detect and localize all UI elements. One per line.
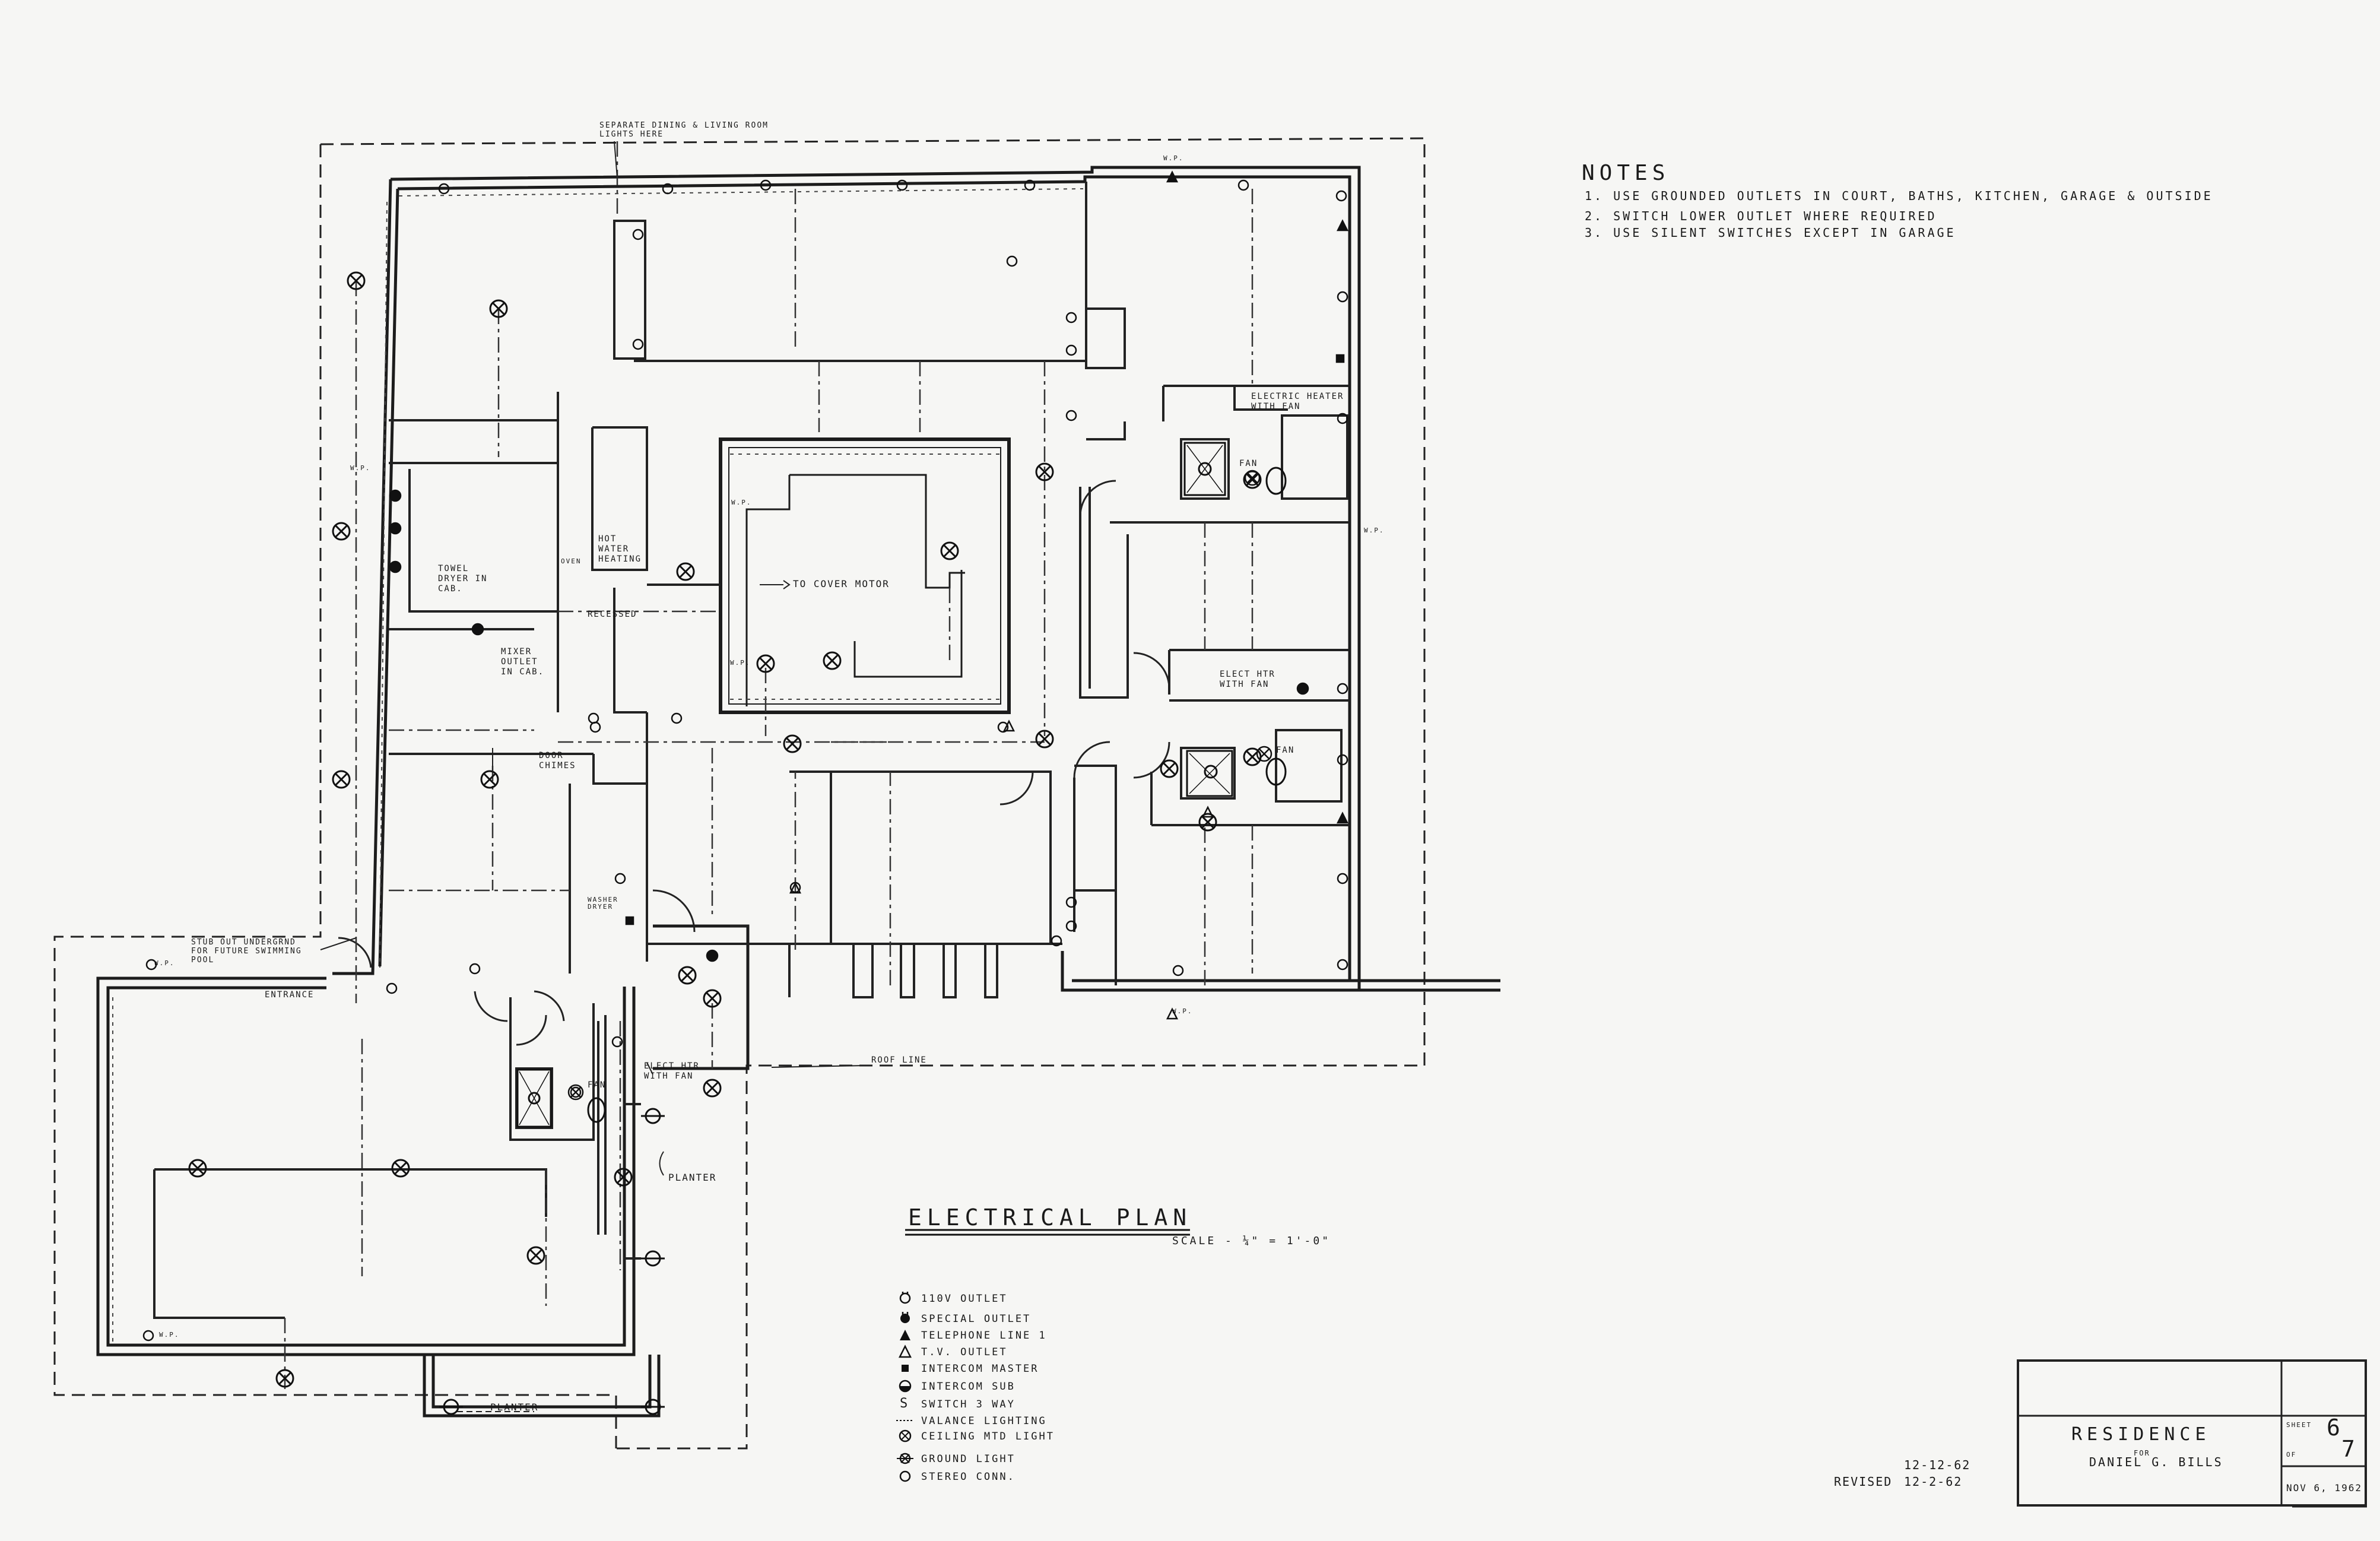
annotation-mixer-outlet: MIXER OUTLET IN CAB. bbox=[501, 647, 545, 677]
annotation-wp: W.P. bbox=[350, 464, 371, 472]
stereo-icon bbox=[899, 1470, 911, 1482]
legend-label: INTERCOM MASTER bbox=[921, 1363, 1039, 1375]
annotation-wp: W.P. bbox=[731, 499, 752, 506]
annotation-wp: W.P. bbox=[1172, 1007, 1193, 1015]
drawing-title: ELECTRICAL PLAN bbox=[908, 1204, 1192, 1231]
legend-label: 110V OUTLET bbox=[921, 1293, 1008, 1305]
legend-label: CEILING MTD LIGHT bbox=[921, 1431, 1055, 1442]
legend-label: VALANCE LIGHTING bbox=[921, 1415, 1047, 1427]
of-label: OF bbox=[2286, 1451, 2297, 1458]
annotation-entrance: ENTRANCE bbox=[265, 990, 315, 1000]
exterior-walls bbox=[96, 166, 1500, 1418]
legend-label: T.V. OUTLET bbox=[921, 1346, 1008, 1358]
sheet-total: 7 bbox=[2341, 1436, 2356, 1462]
intercom-master-icon bbox=[902, 1365, 909, 1372]
annotation-recessed: RECESSED bbox=[588, 610, 637, 619]
notes-heading: NOTES bbox=[1582, 161, 1670, 185]
drawing-scale: SCALE - ¼" = 1'-0" bbox=[1172, 1235, 1331, 1247]
legend-label: SPECIAL OUTLET bbox=[921, 1313, 1032, 1325]
annotation-washer-dryer: WASHER DRYER bbox=[588, 896, 618, 911]
annotation-towel-dryer: TOWEL DRYER IN CAB. bbox=[438, 564, 488, 594]
title-block bbox=[2017, 1359, 2367, 1507]
annotation-door-chimes: DOOR CHIMES bbox=[539, 751, 576, 770]
annotation-hot-water: HOT WATER HEATING bbox=[598, 534, 642, 564]
door-swings bbox=[338, 480, 1170, 1046]
revision-label: REVISED bbox=[1834, 1475, 1893, 1489]
annotation-cover-motor: TO COVER MOTOR bbox=[793, 578, 890, 589]
annotation-roof-line: ROOF LINE bbox=[871, 1055, 927, 1065]
project-name: RESIDENCE bbox=[2071, 1424, 2211, 1445]
annotation-planter: PLANTER bbox=[668, 1172, 717, 1183]
ceiling-lights bbox=[188, 271, 1262, 1388]
roof-line bbox=[53, 137, 1426, 1450]
legend-label: STEREO CONN. bbox=[921, 1471, 1016, 1483]
annotation-elect-htr: ELECT HTR WITH FAN bbox=[1220, 670, 1275, 689]
ceiling-light-icon bbox=[899, 1429, 912, 1442]
interior-walls bbox=[153, 182, 1350, 1319]
outlets bbox=[142, 179, 1348, 1342]
annotation-stub-out: STUB OUT UNDERGRND FOR FUTURE SWIMMING P… bbox=[191, 938, 302, 965]
annotation-electric-heater: ELECTRIC HEATER WITH FAN bbox=[1251, 392, 1344, 411]
legend-label: INTERCOM SUB bbox=[921, 1381, 1016, 1393]
note-item: 1. USE GROUNDED OUTLETS IN COURT, BATHS,… bbox=[1585, 189, 2213, 203]
annotation-wp: W.P. bbox=[1364, 527, 1385, 534]
annotation-wp: W.P. bbox=[730, 659, 751, 667]
sheet-label: SHEET bbox=[2286, 1421, 2312, 1429]
revision-date: 12-2-62 bbox=[1904, 1475, 1963, 1489]
switch-3way-icon: S bbox=[900, 1396, 910, 1411]
ground-light-icon bbox=[897, 1453, 913, 1464]
annotation-separate-lights: SEPARATE DINING & LIVING ROOM LIGHTS HER… bbox=[599, 121, 769, 139]
annotation-planter: PLANTER bbox=[490, 1402, 539, 1413]
annotation-wp: W.P. bbox=[154, 959, 175, 967]
annotation-fan: FAN bbox=[1276, 746, 1295, 755]
client-name: DANIEL G. BILLS bbox=[2089, 1455, 2223, 1469]
annotation-wp: W.P. bbox=[1163, 154, 1184, 162]
for-label: FOR bbox=[2134, 1449, 2150, 1457]
telephone-icon bbox=[900, 1330, 910, 1340]
intercom-sub-icon bbox=[899, 1380, 912, 1393]
ground-lights bbox=[439, 1108, 665, 1415]
outlet-110v-icon bbox=[899, 1292, 911, 1304]
court bbox=[719, 437, 1011, 714]
legend-label: GROUND LIGHT bbox=[921, 1453, 1016, 1465]
annotation-fan: FAN bbox=[1239, 459, 1258, 468]
annotation-wp: W.P. bbox=[159, 1331, 180, 1339]
note-item: 2. SWITCH LOWER OUTLET WHERE REQUIRED bbox=[1585, 209, 1937, 223]
legend-label: TELEPHONE LINE 1 bbox=[921, 1330, 1047, 1342]
annotation-oven: OVEN bbox=[561, 557, 582, 565]
special-devices bbox=[389, 170, 1349, 1020]
bath-fixtures bbox=[516, 442, 1287, 1128]
circuit-wiring bbox=[284, 141, 1254, 1389]
special-outlet-icon bbox=[900, 1312, 910, 1323]
title-underline bbox=[905, 1229, 1190, 1236]
tv-outlet-icon bbox=[898, 1345, 912, 1358]
note-item: 3. USE SILENT SWITCHES EXCEPT IN GARAGE bbox=[1585, 226, 1956, 240]
legend-label: SWITCH 3 WAY bbox=[921, 1399, 1016, 1410]
leader-lines bbox=[320, 141, 867, 1412]
title-block-lines bbox=[2017, 1359, 2367, 1508]
exhaust-fans bbox=[567, 470, 1272, 1101]
sheet-number: 6 bbox=[2327, 1415, 2341, 1441]
sheet-date: NOV 6, 1962 bbox=[2286, 1482, 2362, 1494]
annotation-elect-htr: ELECT HTR WITH FAN bbox=[644, 1061, 700, 1081]
valance-runs bbox=[112, 188, 1084, 1342]
annotation-fan: FAN bbox=[588, 1080, 607, 1090]
valance-lighting-icon bbox=[896, 1420, 914, 1421]
revision-date: 12-12-62 bbox=[1904, 1458, 1971, 1472]
